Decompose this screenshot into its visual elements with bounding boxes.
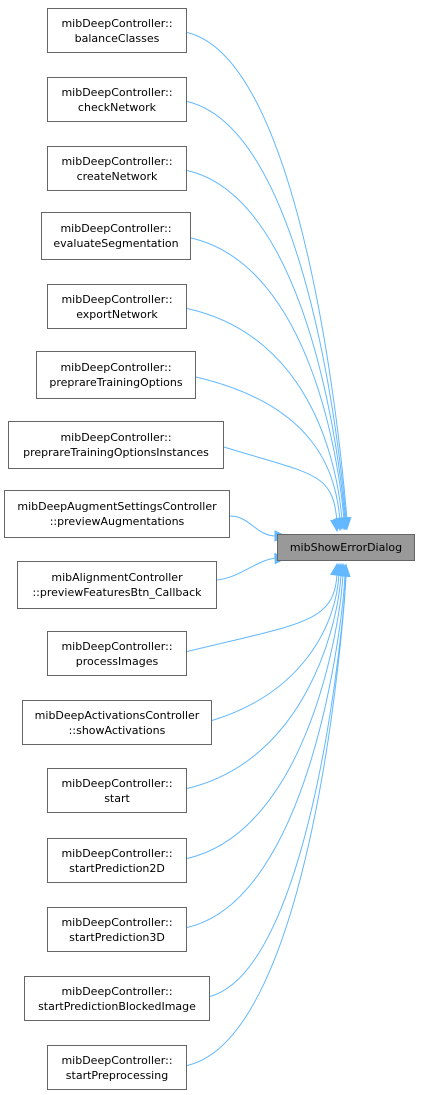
caller-node-label-line1: mibDeepActivationsController	[34, 708, 200, 722]
caller-node[interactable]: mibDeepActivationsController::showActiva…	[22, 700, 212, 745]
call-edge	[223, 446, 338, 523]
caller-node-label-line2: preprareTrainingOptions	[49, 376, 183, 389]
caller-node-label-line2: processImages	[75, 654, 159, 668]
caller-node-label-line1: mibDeepController::	[61, 292, 173, 306]
caller-node[interactable]: mibDeepController::preprareTrainingOptio…	[36, 351, 196, 399]
caller-node[interactable]: mibAlignmentController::previewFeaturesB…	[17, 561, 217, 609]
caller-node-label-line2: preprareTrainingOptionsInstances	[23, 446, 209, 459]
call-edge	[229, 515, 277, 537]
call-edge	[209, 573, 347, 997]
caller-node-label-line1: mibDeepController::	[61, 154, 173, 168]
target-node-mibShowErrorDialog: mibShowErrorDialog	[277, 534, 415, 561]
target-node-label: mibShowErrorDialog	[289, 541, 403, 554]
call-edge	[186, 32, 348, 521]
call-edge	[186, 101, 347, 521]
call-edge	[186, 572, 338, 652]
caller-node-label-line2: evaluateSegmentation	[53, 237, 179, 250]
caller-node-label-line1: mibDeepController::	[61, 846, 173, 860]
caller-node[interactable]: mibDeepController::evaluateSegmentation	[41, 212, 191, 260]
call-edge	[186, 170, 346, 521]
caller-node-label-line1: mibDeepController::	[61, 984, 173, 998]
call-edge	[186, 308, 343, 521]
caller-node-label-line2: startPrediction2D	[69, 861, 165, 875]
call-edge	[186, 573, 347, 1066]
caller-node[interactable]: mibDeepController::exportNetwork	[47, 284, 187, 329]
caller-node-label-line2: createNetwork	[76, 169, 158, 183]
caller-node-label-line1: mibAlignmentController	[51, 571, 183, 584]
caller-node[interactable]: mibDeepController::start	[47, 768, 187, 813]
caller-node-label-line2: ::previewAugmentations	[49, 515, 185, 528]
caller-node-label-line1: mibDeepController::	[60, 361, 172, 374]
caller-node-label-line1: mibDeepController::	[61, 915, 173, 929]
caller-node-label-line2: balanceClasses	[74, 31, 160, 45]
caller-node-label-line2: startPredictionBlockedImage	[38, 999, 196, 1013]
caller-node[interactable]: mibDeepController::processImages	[47, 631, 187, 676]
caller-node-label-line1: mibDeepController::	[61, 85, 173, 99]
caller-node-label-line2: start	[104, 791, 130, 805]
caller-node-label-line2: exportNetwork	[76, 307, 158, 321]
call-edge	[216, 557, 277, 581]
caller-node[interactable]: mibDeepController::preprareTrainingOptio…	[8, 421, 224, 469]
edge-arrowhead	[330, 518, 342, 533]
call-edge	[186, 573, 346, 928]
call-edge	[186, 572, 342, 789]
caller-node-label-line1: mibDeepController::	[61, 776, 173, 790]
caller-node-label-line2: startPrediction3D	[69, 930, 165, 944]
caller-node-label-line1: mibDeepController::	[60, 431, 172, 444]
caller-node[interactable]: mibDeepController::startPredictionBlocke…	[24, 976, 210, 1021]
caller-node[interactable]: mibDeepController::checkNetwork	[47, 77, 187, 122]
caller-node[interactable]: mibDeepController::createNetwork	[47, 146, 187, 191]
caller-node-label-line1: mibDeepController::	[61, 1053, 173, 1067]
caller-node-label-line1: mibDeepAugmentSettingsController	[17, 500, 217, 513]
caller-node-label-line1: mibDeepController::	[61, 16, 173, 30]
call-edge	[211, 572, 340, 721]
caller-node[interactable]: mibDeepController::startPrediction3D	[47, 907, 187, 952]
edge-arrowhead	[339, 563, 351, 578]
caller-node[interactable]: mibDeepController::balanceClasses	[47, 8, 187, 53]
caller-node[interactable]: mibDeepController::startPrediction2D	[47, 838, 187, 883]
caller-node-label-line1: mibDeepController::	[60, 222, 172, 235]
call-edge	[186, 572, 344, 859]
caller-node-label-line2: ::showActivations	[68, 723, 166, 737]
call-edge	[195, 376, 341, 522]
caller-node-label-line2: startPreprocessing	[65, 1068, 169, 1082]
caller-node-label-line2: ::previewFeaturesBtn_Callback	[32, 586, 202, 599]
caller-node-label-line1: mibDeepController::	[61, 639, 173, 653]
caller-node[interactable]: mibDeepAugmentSettingsController::previe…	[4, 490, 230, 538]
caller-node-label-line2: checkNetwork	[77, 100, 157, 114]
call-edge	[190, 237, 345, 521]
caller-node[interactable]: mibDeepController::startPreprocessing	[47, 1045, 187, 1090]
